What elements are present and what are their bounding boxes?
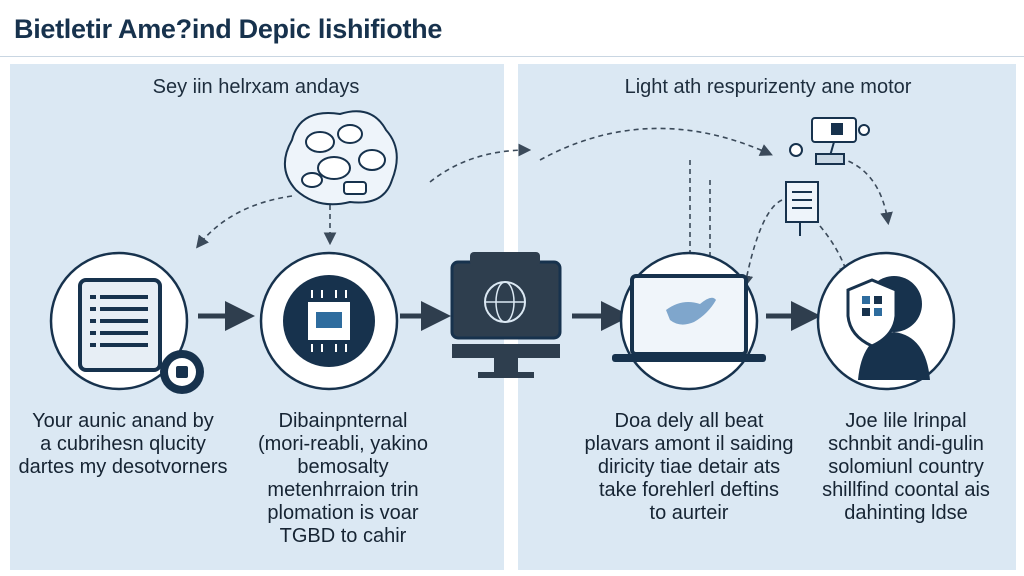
connector-cloud-to-right xyxy=(429,143,532,183)
laptop-bird-icon xyxy=(612,251,766,391)
step-1-caption: Your aunic anand by a cubrihesn qlucity … xyxy=(18,410,228,478)
step-4-caption: Joe lile lrinpal schnbit andi-gulin solo… xyxy=(822,410,990,524)
monitor-globe-icon xyxy=(450,252,562,378)
connector-device-to-shield xyxy=(819,225,852,280)
connector-right-top xyxy=(839,157,893,226)
left-section-heading: Sey iin helrxam andays xyxy=(152,76,360,98)
chip-circuit-icon xyxy=(259,251,399,391)
connector-cloud-to-tablet xyxy=(196,195,293,249)
step-3-caption: Doa dely all beat plavars amont il saidi… xyxy=(584,410,794,524)
tablet-checklist-icon xyxy=(49,251,204,394)
diagram-title: Bietletir Ame?ind Depic lishifiothe xyxy=(14,14,443,44)
step-2-caption: Dibainpnternal (mori-reabli, yakino bemo… xyxy=(257,410,429,547)
connector-right-loop xyxy=(539,127,773,161)
connector-device-to-laptop xyxy=(740,199,783,289)
title-divider xyxy=(0,56,1024,57)
robot-arm-device-icon xyxy=(785,117,870,236)
cloud-cluster-icon xyxy=(284,110,398,206)
gear-badge-icon xyxy=(160,350,204,394)
shield-person-icon xyxy=(816,251,956,391)
right-section-heading: Light ath respurizenty ane motor xyxy=(624,76,912,98)
